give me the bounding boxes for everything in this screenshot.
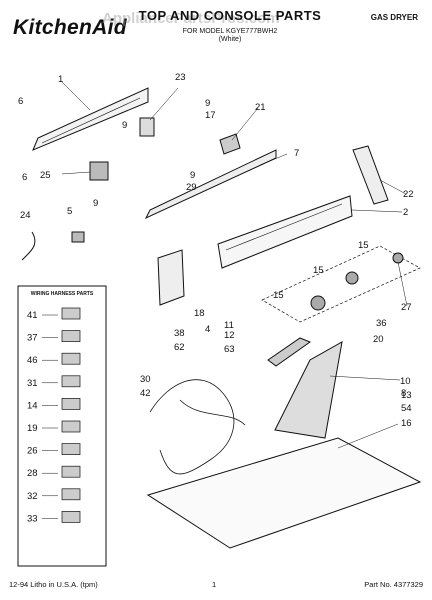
callout: 21 [255,102,266,113]
part-timer [89,161,109,181]
callout: 12 [224,330,235,341]
callout: 13 [401,390,412,401]
legend-part-sketch [61,511,81,523]
callout: 29 [186,182,197,193]
legend-item-number: 26 [27,446,38,457]
part-knob-group [261,245,421,323]
part-control-panel-back [32,87,149,151]
brand-logo: KitchenAid [13,16,127,39]
part-box [219,133,241,155]
legend-part-sketch [61,465,81,478]
callout: 9 [190,170,195,181]
part-lint-screen [267,337,312,367]
part-top-bracket [144,149,277,220]
callout: 24 [20,210,31,221]
callout: 54 [401,403,412,414]
callout: 9 [205,98,210,109]
legend-title: WIRING HARNESS PARTS [30,291,94,297]
legend-part-sketch [61,398,81,410]
callout: 8 [401,388,406,399]
callout: 6 [22,172,27,183]
page-title: TOP AND CONSOLE PARTS [138,8,322,23]
callout: 10 [400,376,411,387]
callout: 4 [205,324,210,335]
callout: 22 [403,189,414,200]
part-knob-2 [345,271,359,285]
part-lint-housing [274,341,343,439]
part-wiring-harness [149,379,235,475]
legend-item-number: 19 [27,423,38,434]
legend-item-number: 28 [27,468,38,479]
callout: 11 [224,320,234,331]
model-info: FOR MODEL KGYE777BWH2 (White) [150,28,310,44]
part-end-cap [352,145,389,205]
part-cabinet-top [146,437,422,549]
callout: 63 [224,344,235,355]
part-side-panel [157,249,185,306]
callout: 62 [174,342,185,353]
wiring-harness-legend: 41 37 46 31 14 19 26 28 32 33 [17,285,107,567]
callout: 20 [373,334,384,345]
callout: 7 [294,148,299,159]
callout: 6 [18,96,23,107]
callout: 23 [175,72,186,83]
part-knob-1 [310,295,326,311]
product-type: GAS DRYER [370,13,418,22]
legend-part-sketch [61,352,81,365]
legend-part-sketch [61,307,81,320]
callout: 17 [205,110,216,121]
model-line: FOR MODEL KGYE777BWH2 [182,28,278,35]
callout: 15 [313,265,324,276]
callout: 9 [122,120,127,131]
callout: 1 [58,74,63,85]
legend-item-number: 14 [27,400,38,411]
footer-part-number: Part No. 4377329 [364,580,423,589]
callout: 18 [194,308,205,319]
part-switch [139,117,155,137]
callout: 38 [174,328,185,339]
legend-part-sketch [61,488,81,501]
callout: 9 [93,198,98,209]
legend-part-sketch [61,375,81,388]
part-connector [71,231,85,243]
legend-item-number: 46 [27,355,38,366]
footer-page-number: 1 [212,580,217,589]
footer-litho: 12-94 Litho in U.S.A. (tpm) [9,580,98,589]
callout: 15 [358,240,369,251]
part-console [217,195,353,269]
callout: 16 [401,418,412,429]
legend-item-number: 32 [27,491,38,502]
callout: 25 [40,170,51,181]
callout: 5 [67,206,72,217]
legend-part-sketch [61,420,81,433]
legend-item-number: 33 [27,513,38,524]
part-knob-3 [392,252,404,264]
part-wire [21,231,36,261]
legend-item-number: 31 [27,378,38,389]
watermark: AppliancePartsPros.com [102,10,280,27]
callout: 30 [140,374,151,385]
legend-part-sketch [61,330,81,342]
legend-part-sketch [61,443,81,455]
callout: 2 [403,207,408,218]
legend-item-number: 41 [27,310,38,321]
callout: 42 [140,388,151,399]
callout: 27 [401,302,412,313]
callout: 15 [273,290,284,301]
legend-item-number: 37 [27,333,38,344]
color-line: (White) [218,36,242,43]
callout: 36 [376,318,387,329]
